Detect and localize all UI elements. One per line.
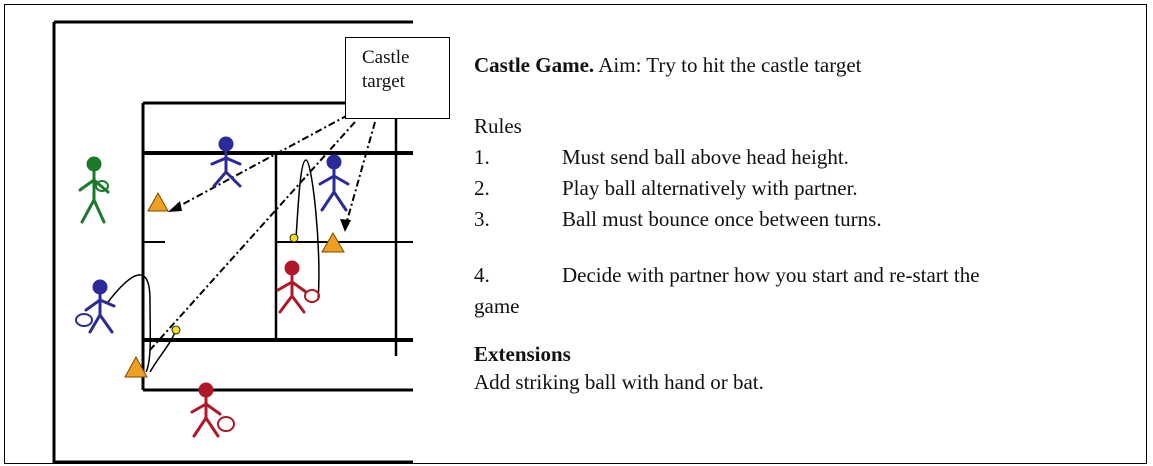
ball-path-right: [296, 160, 319, 300]
ball-icon: [172, 326, 180, 334]
castle-label-line1: Castle: [362, 46, 449, 70]
ball-icon: [290, 234, 298, 242]
extensions-heading: Extensions: [474, 340, 1134, 368]
shot-arrow-diagonal: [150, 122, 355, 350]
rule-item: 1. Must send ball above head height.: [474, 142, 1134, 173]
rule-number: 1.: [474, 142, 562, 173]
rule-text: Ball must bounce once between turns.: [562, 204, 882, 235]
game-aim: Aim: Try to hit the castle target: [598, 53, 861, 77]
arrow-head-left: [168, 201, 182, 212]
rule-number: 2.: [474, 173, 562, 204]
shot-paths: [150, 115, 375, 350]
shot-arrow-left: [172, 115, 348, 210]
red-player-icon: [192, 384, 234, 436]
game-title: Castle Game.: [474, 53, 594, 77]
arrow-head-right: [340, 219, 351, 232]
rule-item: 4. Decide with partner how you start and…: [474, 260, 1134, 291]
rule-text: Must send ball above head height.: [562, 142, 849, 173]
rule-item: 2. Play ball alternatively with partner.: [474, 173, 1134, 204]
castle-target-label: Castle target: [345, 37, 450, 119]
castle-label-line2: target: [362, 70, 449, 94]
blue-player-icon: [212, 138, 240, 186]
rule-number: 3.: [474, 204, 562, 235]
green-player-icon: [80, 158, 108, 222]
rule-text: Decide with partner how you start and re…: [562, 260, 980, 291]
cone-icon: [148, 193, 168, 211]
blue-player-icon: [320, 156, 348, 210]
extensions-text: Add striking ball with hand or bat.: [474, 368, 1134, 396]
rule-item: 3. Ball must bounce once between turns.: [474, 204, 1134, 235]
instructions-panel: Castle Game. Aim: Try to hit the castle …: [474, 50, 1134, 396]
cones: [125, 193, 344, 377]
rule-text: Play ball alternatively with partner.: [562, 173, 858, 204]
red-player-icon: [278, 262, 319, 312]
rules-heading: Rules: [474, 111, 1134, 142]
shot-arrow-right: [345, 122, 375, 228]
game-heading: Castle Game. Aim: Try to hit the castle …: [474, 50, 1134, 81]
blue-player-icon: [76, 281, 114, 332]
rule-number: 4.: [474, 260, 562, 291]
rule-continuation: game: [474, 291, 1134, 322]
